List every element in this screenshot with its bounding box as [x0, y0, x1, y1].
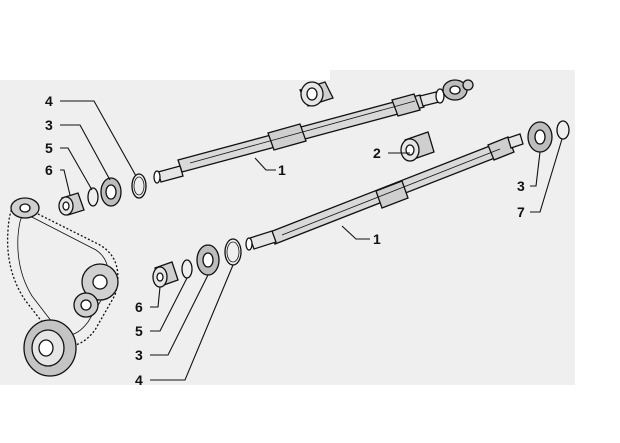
callout-right-3: 3 [517, 178, 525, 194]
callout-upper-left-4: 4 [45, 93, 53, 109]
callout-upper-left-5: 5 [45, 140, 53, 156]
leader-lines [60, 100, 563, 381]
callout-lower-left-6: 6 [135, 299, 143, 315]
callout-lower-shaft-1: 1 [373, 231, 381, 247]
right-circlip [556, 120, 570, 140]
timing-belt-and-pulleys [6, 197, 119, 377]
callout-upper-shaft-1: 1 [278, 162, 286, 178]
lower-shaft [245, 133, 524, 251]
upper-shaft [153, 79, 474, 184]
right-bearing [527, 121, 553, 153]
callout-upper-left-3: 3 [45, 117, 53, 133]
upper-left-bearing-stack [58, 173, 147, 216]
lower-left-bearing-stack [152, 238, 242, 288]
callout-right-2: 2 [373, 145, 381, 161]
callout-lower-left-3: 3 [135, 347, 143, 363]
callout-upper-left-6: 6 [45, 162, 53, 178]
callout-lower-left-5: 5 [135, 323, 143, 339]
callout-right-7: 7 [517, 204, 525, 220]
callout-lower-left-4: 4 [135, 372, 143, 388]
